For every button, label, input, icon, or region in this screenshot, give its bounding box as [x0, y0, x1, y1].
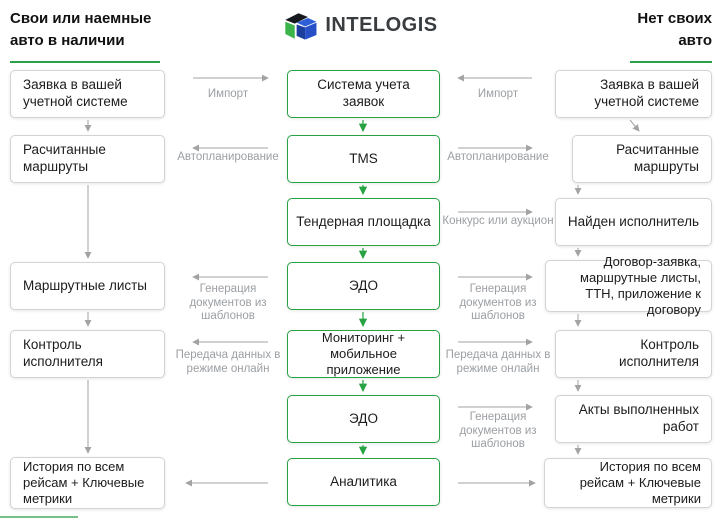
left-node-routes: Расчитанные маршруты	[10, 135, 165, 183]
intelogis-logo: INTELOGIS	[284, 10, 437, 41]
left-title-underline	[10, 61, 160, 63]
label-online-data-right: Передача данных в режиме онлайн	[445, 349, 551, 375]
label-import-left: Импорт	[207, 88, 249, 100]
label-import-right: Импорт	[477, 88, 519, 100]
right-node-control: Контроль исполнителя	[555, 330, 712, 378]
label-doc-generation-right-2: Генерация документов из шаблонов	[459, 411, 537, 451]
left-node-history: История по всем рейсам + Ключевые метрик…	[10, 457, 165, 509]
bottom-left-accent-line	[0, 516, 78, 518]
left-column-title: Свои или наемные авто в наличии	[10, 10, 152, 49]
label-tender-auction-right: Конкурс или аукцион	[442, 215, 554, 227]
left-node-route-sheets: Маршрутные листы	[10, 262, 165, 310]
right-column-title: Нет своих авто	[637, 10, 712, 49]
center-node-request-system: Система учета заявок	[287, 70, 440, 118]
right-node-acts: Акты выполненных работ	[555, 395, 712, 443]
label-doc-generation-right-1: Генерация документов из шаблонов	[459, 283, 537, 323]
cube-logo-icon	[285, 13, 317, 40]
right-node-documents: Договор-заявка, маршрутные листы, ТТН, п…	[545, 254, 712, 317]
brand-name: INTELOGIS	[325, 14, 438, 36]
center-node-analytics: Аналитика	[287, 458, 440, 506]
center-node-edo-1: ЭДО	[287, 262, 440, 310]
label-autoplanning-right: Автопланирование	[447, 151, 549, 163]
right-title-underline	[630, 61, 712, 63]
center-node-edo-2: ЭДО	[287, 395, 440, 443]
right-node-routes: Расчитанные маршруты	[572, 135, 712, 183]
label-autoplanning-left: Автопланирование	[177, 151, 279, 163]
left-node-control: Контроль исполнителя	[10, 330, 165, 378]
left-node-request: Заявка в вашей учетной системе	[10, 70, 165, 118]
label-doc-generation-left: Генерация документов из шаблонов	[189, 283, 267, 323]
right-node-contractor-found: Найден исполнитель	[555, 198, 712, 246]
center-node-monitoring: Мониторинг + мобильное приложение	[287, 330, 440, 378]
right-node-request: Заявка в вашей учетной системе	[555, 70, 712, 118]
center-node-tender: Тендерная площадка	[287, 198, 440, 246]
label-online-data-left: Передача данных в режиме онлайн	[175, 349, 281, 375]
center-node-tms: TMS	[287, 135, 440, 183]
right-node-history: История по всем рейсам + Ключевые метрик…	[544, 458, 712, 508]
